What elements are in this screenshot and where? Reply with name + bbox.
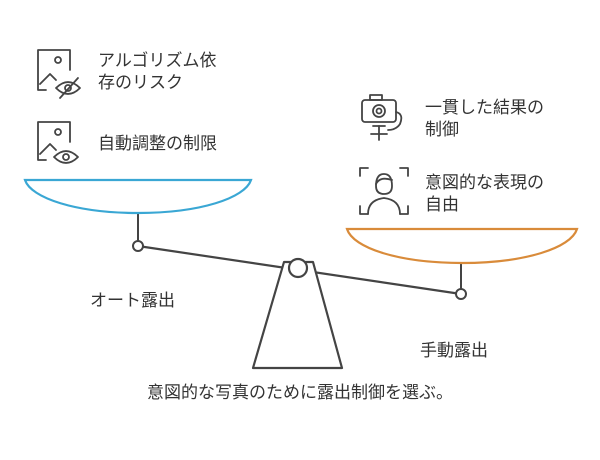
label-algorithm-risk-line1: アルゴリズム依 bbox=[98, 51, 217, 71]
left-pivot bbox=[132, 240, 144, 252]
label-consistent-control: 一貫した結果の 制御 bbox=[425, 97, 544, 141]
label-creative-freedom: 意図的な表現の 自由 bbox=[425, 172, 544, 216]
right-pan bbox=[345, 227, 579, 265]
right-pivot bbox=[455, 288, 467, 300]
fulcrum-pivot bbox=[287, 257, 309, 279]
camera-tripod-icon bbox=[361, 94, 403, 141]
manual-exposure-label: 手動露出 bbox=[420, 341, 488, 361]
label-auto-adjust-limit-line1: 自動調整の制限 bbox=[98, 134, 217, 154]
label-creative-freedom-line2: 自由 bbox=[425, 195, 459, 215]
left-pan bbox=[23, 178, 253, 215]
label-consistent-control-line1: 一貫した結果の bbox=[425, 98, 544, 118]
label-algorithm-risk: アルゴリズム依 存のリスク bbox=[98, 50, 217, 94]
photo-eye-icon bbox=[37, 121, 79, 164]
label-consistent-control-line2: 制御 bbox=[425, 120, 459, 140]
photo-hidden-eye-icon bbox=[37, 49, 81, 99]
label-creative-freedom-line1: 意図的な表現の bbox=[425, 173, 544, 193]
label-algorithm-risk-line2: 存のリスク bbox=[98, 73, 183, 93]
diagram-caption: 意図的な写真のために露出制御を選ぶ。 bbox=[147, 383, 453, 403]
auto-exposure-label: オート露出 bbox=[90, 291, 175, 311]
label-auto-adjust-limit: 自動調整の制限 bbox=[98, 133, 217, 155]
portrait-frame-icon bbox=[359, 167, 409, 215]
